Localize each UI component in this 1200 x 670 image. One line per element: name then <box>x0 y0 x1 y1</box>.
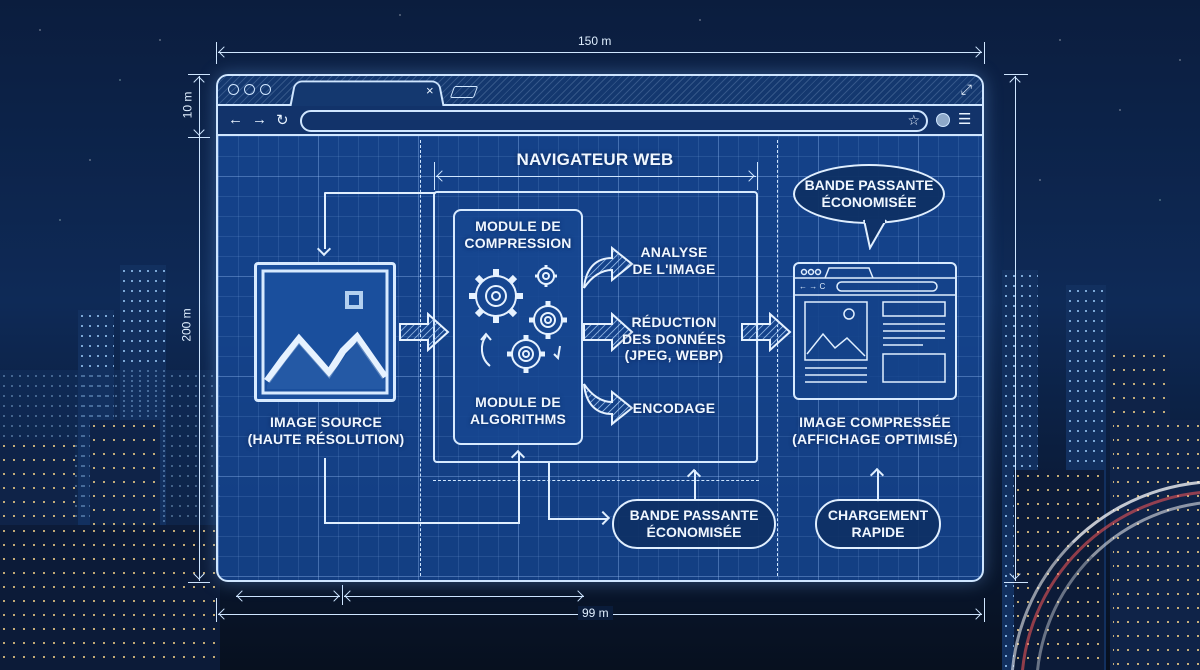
dimension-tick <box>1004 74 1028 75</box>
bookmark-star-icon[interactable]: ☆ <box>907 112 920 128</box>
step-label-encodage: ENCODAGE <box>632 400 716 416</box>
expand-icon[interactable]: ⤢ <box>960 81 972 97</box>
menu-icon[interactable]: ☰ <box>958 111 972 128</box>
profile-avatar[interactable] <box>936 113 950 127</box>
dimension-line-top <box>218 52 982 53</box>
flow-line <box>877 470 879 502</box>
close-icon[interactable]: × <box>426 83 434 98</box>
title-width-line <box>436 176 756 177</box>
dimension-line-right <box>1015 76 1016 581</box>
hatched-arrow-right-icon <box>583 312 634 352</box>
curved-arrow-down-icon <box>583 383 634 427</box>
step-label-reduction: RÉDUCTION DES DONNÉES (JPEG, WEBP) <box>621 314 727 364</box>
flow-line <box>694 470 696 500</box>
flow-line <box>548 518 608 520</box>
forward-icon[interactable]: → <box>252 111 267 128</box>
dimension-tick <box>216 598 217 622</box>
reload-icon[interactable]: ↻ <box>276 112 289 129</box>
tab-strip: × ⤢ <box>218 76 982 107</box>
dimension-line-bottom-segment <box>344 596 584 597</box>
back-icon[interactable]: ← <box>228 111 243 128</box>
result-label: IMAGE COMPRESSÉE (AFFICHAGE OPTIMISÉ) <box>792 414 958 447</box>
diagram-title: NAVIGATEUR WEB <box>516 150 674 169</box>
window-dot-icon[interactable] <box>228 84 239 95</box>
gears-icon <box>469 265 567 373</box>
flow-line <box>324 522 520 524</box>
step-label-analyse: ANALYSE DE L'IMAGE <box>632 244 716 277</box>
bubble-tail <box>863 219 887 250</box>
pixel-landscape-icon <box>261 269 389 395</box>
algorithms-module-label: MODULE DE ALGORITHMS <box>469 394 567 427</box>
dimension-tick <box>1004 582 1028 583</box>
curved-arrow-up-icon <box>583 245 634 289</box>
flow-line <box>324 192 436 194</box>
dimension-line-left <box>199 76 200 581</box>
browser-toolbar: ← → ↻ ☆ ☰ <box>218 106 982 136</box>
section-divider <box>777 140 778 576</box>
section-divider <box>420 140 421 576</box>
source-label: IMAGE SOURCE (HAUTE RÉSOLUTION) <box>247 414 405 447</box>
browser-region-dashed <box>433 480 759 481</box>
svg-text:← → C: ← → C <box>799 282 825 291</box>
dimension-tick <box>188 582 210 583</box>
flow-line <box>548 463 550 519</box>
dimension-label-top: 150 m <box>578 34 612 48</box>
dimension-tick <box>984 598 985 622</box>
bandwidth-saved-bubble: BANDE PASSANTE ÉCONOMISÉE <box>793 164 945 224</box>
city-skyline-left <box>0 250 220 670</box>
mini-browser-icon: ← → C <box>795 267 955 383</box>
compression-module-box <box>453 209 583 445</box>
flow-line <box>518 452 520 523</box>
new-tab-button[interactable] <box>449 86 479 98</box>
dimension-tick <box>188 74 210 75</box>
dimension-tick <box>757 162 758 190</box>
dimension-label-left: 200 m <box>179 308 194 342</box>
dimension-label-left-top: 10 m <box>180 91 195 119</box>
hatched-arrow-right-icon <box>741 312 792 352</box>
dimension-tick <box>434 162 435 190</box>
fast-loading-pill: CHARGEMENT RAPIDE <box>815 499 941 549</box>
dimension-tick <box>984 42 985 64</box>
dimension-tick <box>216 42 217 64</box>
source-image-icon <box>254 262 396 402</box>
flow-line <box>324 193 326 249</box>
compressed-page-preview: ← → C <box>793 262 957 400</box>
dimension-line-bottom-segment <box>236 596 340 597</box>
address-bar[interactable]: ☆ <box>300 110 928 132</box>
compression-module-title: MODULE DE COMPRESSION <box>464 218 572 251</box>
flow-line <box>324 458 326 522</box>
bandwidth-saved-pill: BANDE PASSANTE ÉCONOMISÉE <box>612 499 776 549</box>
dimension-label-bottom: 99 m <box>578 606 613 620</box>
window-dot-icon[interactable] <box>260 84 271 95</box>
window-dot-icon[interactable] <box>244 84 255 95</box>
dimension-tick <box>342 585 343 605</box>
browser-tab[interactable] <box>289 80 445 107</box>
window-controls[interactable] <box>228 84 271 95</box>
hatched-arrow-right-icon <box>399 312 450 352</box>
